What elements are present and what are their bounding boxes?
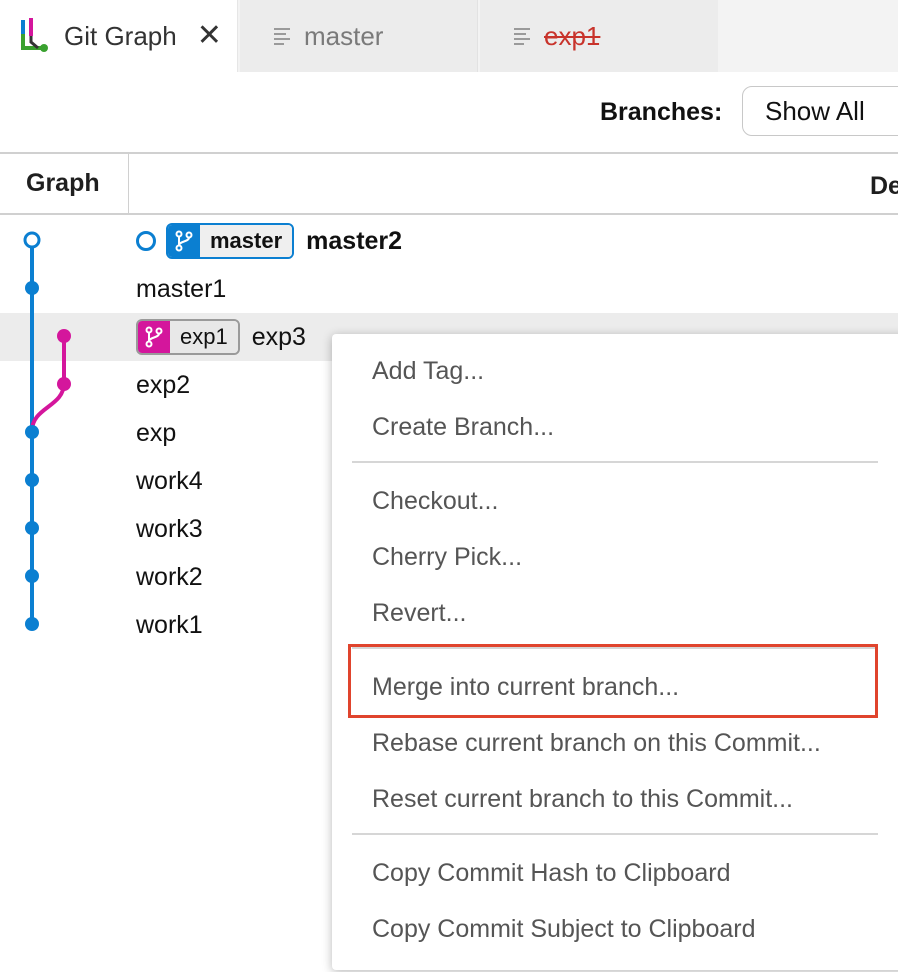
branch-icon [168, 225, 200, 257]
menu-divider [352, 461, 878, 463]
highlight-box [348, 644, 878, 718]
menu-divider [352, 833, 878, 835]
branch-ref-exp1[interactable]: exp1 [136, 319, 240, 355]
commit-node[interactable] [25, 617, 39, 631]
current-commit-icon [136, 231, 156, 251]
git-graph-icon [21, 18, 48, 52]
branch-ref-label: exp1 [170, 321, 238, 353]
branch-ref-master[interactable]: master [166, 223, 295, 259]
commit-description: master master2 [136, 217, 402, 265]
tab-git-graph[interactable]: Git Graph ✕ [0, 0, 238, 72]
commit-message: master2 [306, 226, 403, 255]
commit-graph [23, 231, 71, 631]
commit-message: master1 [136, 274, 227, 303]
file-lines-icon [274, 28, 290, 45]
commit-node[interactable] [25, 521, 39, 535]
commit-node[interactable] [25, 281, 39, 295]
menu-item-add-tag[interactable]: Add Tag... [372, 356, 485, 385]
tab-label: master [304, 20, 384, 51]
menu-item-revert[interactable]: Revert... [372, 598, 467, 627]
commit-message: work1 [136, 610, 203, 639]
branch-ref-label: master [200, 225, 293, 257]
menu-item-reset[interactable]: Reset current branch to this Commit... [372, 784, 793, 813]
commit-node-head[interactable] [23, 231, 41, 249]
commit-row[interactable]: exp [0, 409, 898, 457]
commit-row[interactable]: master1 [0, 265, 898, 313]
menu-item-cherry-pick[interactable]: Cherry Pick... [372, 542, 523, 571]
commit-message: exp [136, 418, 177, 447]
menu-divider [352, 647, 878, 649]
menu-item-rebase[interactable]: Rebase current branch on this Commit... [372, 728, 821, 757]
file-lines-icon [514, 28, 530, 45]
commit-node[interactable] [25, 425, 39, 439]
commit-message: exp3 [251, 322, 306, 351]
branch-icon [138, 321, 170, 353]
column-header-graph[interactable]: Graph [0, 154, 129, 213]
controls-bar: Branches: Show All [0, 72, 898, 152]
menu-item-checkout[interactable]: Checkout... [372, 486, 499, 515]
commit-message: work3 [136, 514, 203, 543]
branches-dropdown[interactable]: Show All [742, 86, 898, 136]
commit-row[interactable]: work4 [0, 457, 898, 505]
commit-context-menu: Add Tag... Create Branch... Checkout... … [332, 334, 898, 970]
tab-exp1[interactable]: exp1 [480, 0, 718, 72]
commit-node[interactable] [57, 377, 71, 391]
tab-label: exp1 [544, 20, 601, 51]
commit-node[interactable] [25, 473, 39, 487]
menu-item-merge[interactable]: Merge into current branch... [372, 672, 680, 701]
commit-message: work4 [136, 466, 203, 495]
commit-message: work2 [136, 562, 203, 591]
close-icon[interactable]: ✕ [196, 19, 222, 52]
commit-message: exp2 [136, 370, 191, 399]
commit-node[interactable] [57, 329, 71, 343]
commit-row[interactable]: work3 [0, 505, 898, 553]
commit-row[interactable]: exp2 [0, 361, 898, 409]
menu-item-copy-subject[interactable]: Copy Commit Subject to Clipboard [372, 914, 756, 943]
branches-dropdown-value: Show All [765, 95, 865, 126]
menu-item-create-branch[interactable]: Create Branch... [372, 412, 555, 441]
commit-description: exp1 exp3 [136, 313, 306, 361]
menu-item-copy-hash[interactable]: Copy Commit Hash to Clipboard [372, 858, 731, 887]
commit-row[interactable]: master master2 [0, 217, 898, 265]
table-header: Graph De [0, 152, 898, 215]
tab-master[interactable]: master [240, 0, 478, 72]
commit-row[interactable]: work1 [0, 601, 898, 649]
commit-row[interactable]: work2 [0, 553, 898, 601]
branches-label: Branches: [600, 98, 723, 126]
tab-bar: Git Graph ✕ master exp1 [0, 0, 898, 72]
commit-node[interactable] [25, 569, 39, 583]
column-header-description[interactable]: De [870, 172, 898, 200]
tab-label: Git Graph [64, 20, 177, 51]
